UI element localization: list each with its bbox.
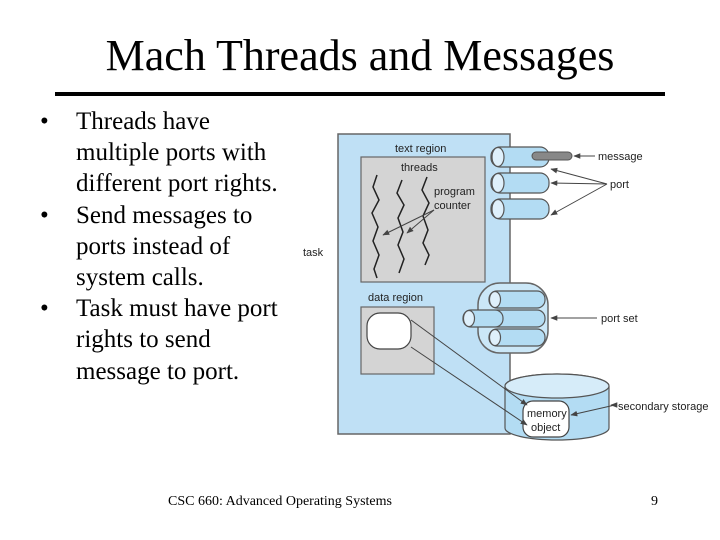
thread-line [421, 176, 430, 266]
mach-task-diagram: text region threads program counter task… [303, 133, 709, 441]
bullet-text: Threads have multiple ports with differe… [76, 108, 278, 198]
secondary-storage-label: secondary storage [618, 401, 709, 413]
port-icon [490, 172, 550, 194]
bullet-dot: • [40, 295, 49, 323]
message-icon [531, 151, 573, 161]
secondary-storage-arrow [570, 404, 616, 417]
secondary-storage-top [504, 373, 610, 399]
port-icon [490, 198, 550, 220]
port-icon [462, 309, 504, 328]
program-counter-arrow [406, 209, 435, 234]
port-icon [488, 290, 546, 309]
port-set-label: port set [601, 313, 638, 325]
slide-title: Mach Threads and Messages [105, 31, 615, 80]
bullet-item: • Task must have port rights to send mess… [40, 293, 290, 387]
bullet-item: • Send messages to ports instead of syste… [40, 200, 290, 294]
text-region-label: text region [395, 143, 446, 155]
thread-line [371, 174, 380, 279]
data-region-label: data region [368, 292, 423, 304]
threads-label: threads [401, 162, 438, 174]
bullet-list: • Threads have multiple ports with differ… [40, 106, 290, 387]
mapping-line [410, 319, 528, 406]
message-label: message [598, 151, 643, 163]
memory-object-label: object [531, 422, 560, 434]
port-arrow [550, 183, 608, 216]
page-number: 9 [651, 494, 658, 509]
program-counter-arrow [382, 209, 435, 236]
thread-line [396, 179, 405, 274]
bullet-item: • Threads have multiple ports with differ… [40, 106, 290, 200]
data-region-page [366, 312, 412, 350]
mapping-line [410, 346, 528, 426]
program-counter-label: program [434, 186, 475, 198]
bullet-dot: • [40, 201, 49, 229]
task-label: task [303, 247, 324, 259]
memory-object-label: memory [527, 408, 567, 420]
bullet-dot: • [40, 108, 49, 135]
port-icon [488, 328, 546, 347]
program-counter-label: counter [434, 200, 471, 212]
port-label: port [610, 179, 629, 191]
bullet-text: Send messages to ports instead of system… [76, 201, 253, 292]
footer-course: CSC 660: Advanced Operating Systems [168, 494, 392, 509]
bullet-text: Task must have port rights to send messa… [76, 295, 278, 385]
port-arrow [550, 180, 608, 186]
port-arrow [550, 167, 608, 185]
title-divider [55, 92, 665, 96]
memory-object-box [522, 400, 570, 438]
